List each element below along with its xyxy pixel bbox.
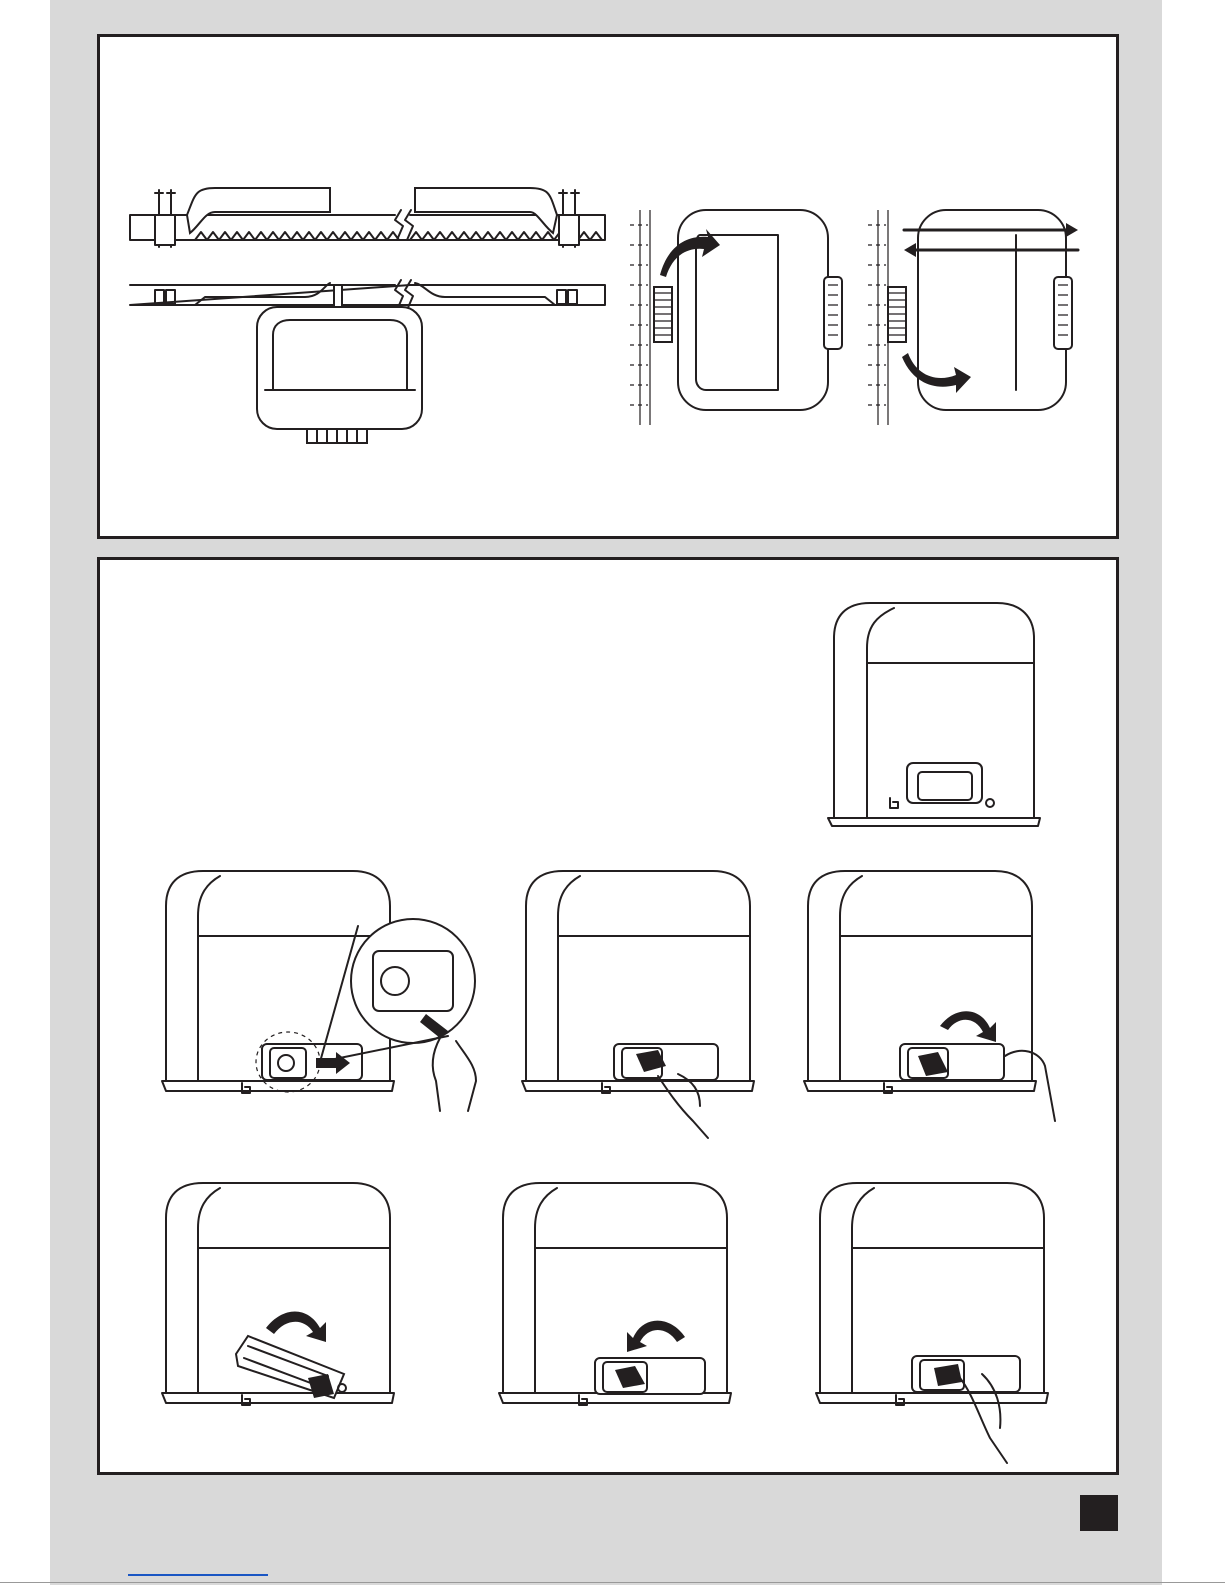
step-2-turn-key — [518, 866, 758, 1141]
footer-link-underline — [128, 1574, 268, 1576]
motor-unit-closed — [822, 598, 1047, 833]
footer-rule — [0, 1582, 1225, 1583]
motor-side-view-slide — [866, 205, 1086, 430]
step-4-lever-open — [158, 1178, 398, 1418]
step-5-close-lever — [495, 1178, 735, 1418]
rack-and-motor-front-view — [125, 185, 615, 445]
page-number — [1080, 1495, 1118, 1531]
step-6-remove-key — [812, 1178, 1052, 1468]
step-3-open-lever — [800, 866, 1060, 1131]
motor-side-view-rotate — [628, 205, 848, 430]
step-1-insert-key — [158, 866, 488, 1116]
